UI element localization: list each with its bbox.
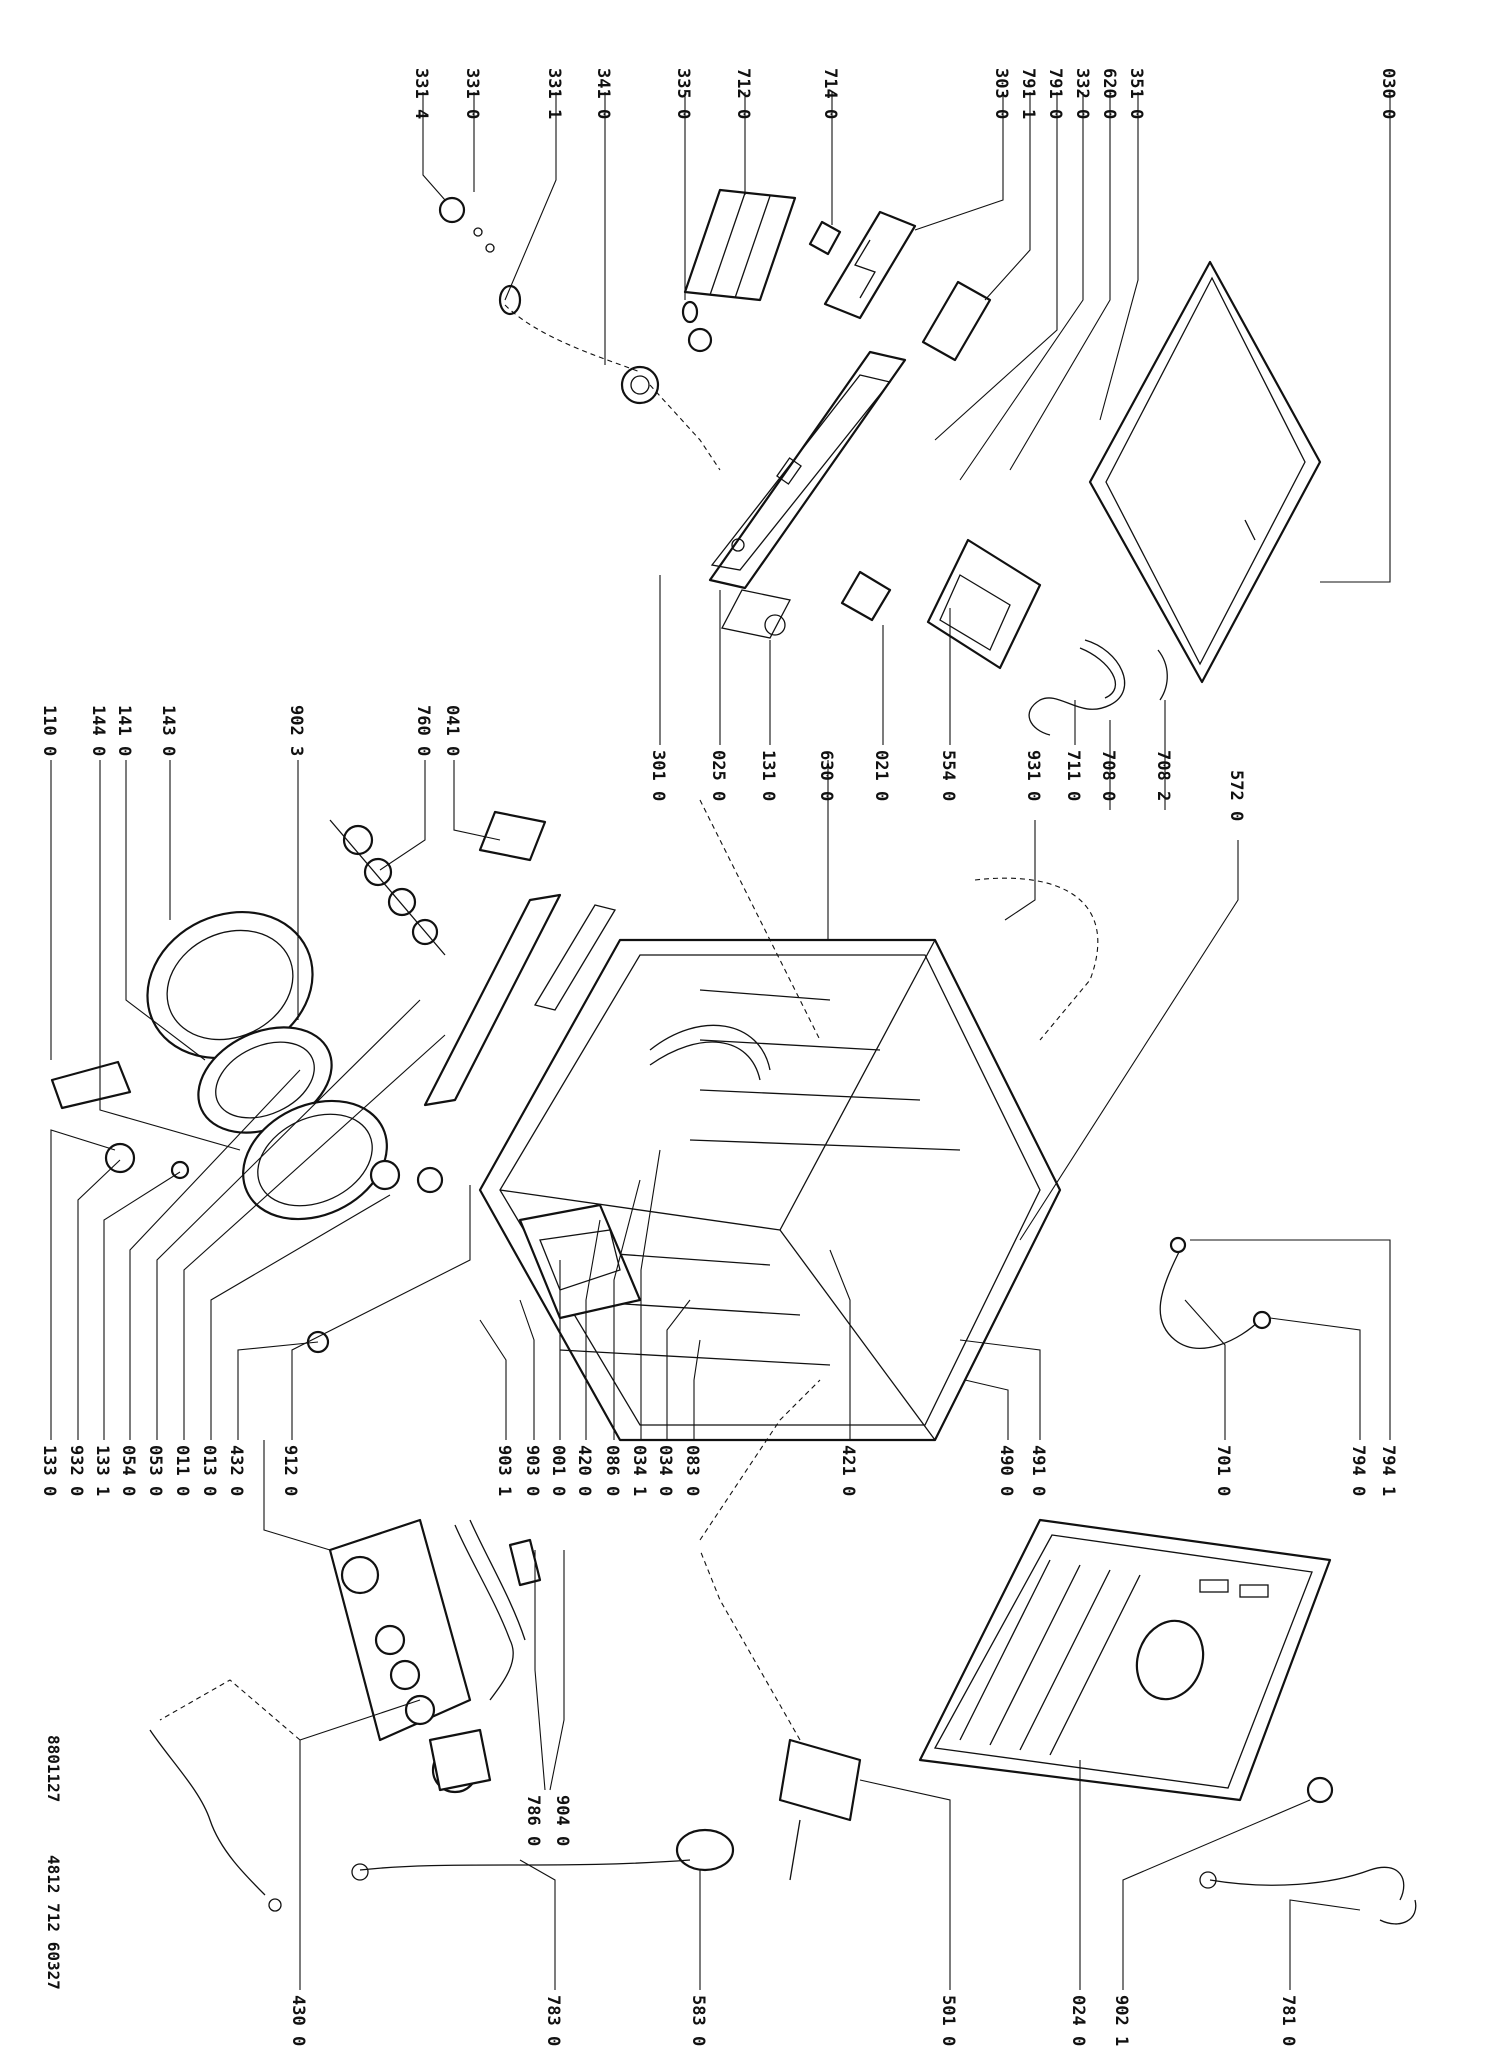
hose [1028, 639, 1126, 736]
heater-element [518, 1203, 642, 1320]
pressure-switch [351, 1828, 735, 1881]
label-931-0: 931 0 [1023, 750, 1043, 801]
control-panel-bar [708, 350, 907, 639]
drawer-clip [808, 220, 842, 256]
label-351-0: 351 0 [1126, 68, 1146, 119]
label-133-0: 133 0 [39, 1445, 59, 1496]
label-783-0: 783 0 [543, 1995, 563, 2046]
label-708-0: 708 0 [1098, 750, 1118, 801]
washer [369, 1159, 401, 1191]
power-cable [149, 1729, 266, 1896]
rear-panel [918, 1518, 1332, 1802]
label-143-0: 143 0 [158, 705, 178, 756]
label-781-0: 781 0 [1278, 1995, 1298, 2046]
label-630-0: 630 0 [816, 750, 836, 801]
label-030-0: 030 0 [1378, 68, 1398, 119]
label-554-0: 554 0 [938, 750, 958, 801]
label-912-0: 912 0 [280, 1445, 300, 1496]
label-904-0: 904 0 [552, 1795, 572, 1846]
label-021-0: 021 0 [871, 750, 891, 801]
programmer-unit [840, 538, 1042, 670]
label-794-0: 794 0 [1348, 1445, 1368, 1496]
drain-hose [1209, 1866, 1405, 1901]
label-432-0: 432 0 [226, 1445, 246, 1496]
label-903-0: 903 0 [522, 1445, 542, 1496]
label-711-0: 711 0 [1063, 750, 1083, 801]
label-024-0: 024 0 [1068, 1995, 1088, 2046]
label-572-0: 572 0 [1226, 770, 1246, 821]
belt [454, 1524, 514, 1701]
label-025-0: 025 0 [708, 750, 728, 801]
label-332-0: 332 0 [1072, 68, 1092, 119]
label-902-3: 902 3 [286, 705, 306, 756]
inlet-hose [1159, 1249, 1261, 1349]
label-034-1: 034 1 [629, 1445, 649, 1496]
label-794-1: 794 1 [1378, 1445, 1398, 1496]
label-013-0: 013 0 [199, 1445, 219, 1496]
label-430-0: 430 0 [288, 1995, 308, 2046]
leader-lines [50, 92, 1391, 1990]
label-341-0: 341 0 [593, 68, 613, 119]
drain-pump [778, 1738, 862, 1881]
label-932-0: 932 0 [66, 1445, 86, 1496]
label-141-0: 141 0 [114, 705, 134, 756]
label-701-0: 701 0 [1213, 1445, 1233, 1496]
label-054-0: 054 0 [118, 1445, 138, 1496]
label-011-0: 011 0 [172, 1445, 192, 1496]
label-053-0: 053 0 [145, 1445, 165, 1496]
panel-insert [921, 280, 992, 362]
label-903-1: 903 1 [494, 1445, 514, 1496]
door-latch [104, 1142, 136, 1174]
label-791-0: 791 0 [1045, 68, 1065, 119]
label-620-0: 620 0 [1099, 68, 1119, 119]
label-083-0: 083 0 [682, 1445, 702, 1496]
hinge-rail [423, 893, 562, 1107]
label-583-0: 583 0 [688, 1995, 708, 2046]
label-760-0: 760 0 [413, 705, 433, 756]
label-902-1: 902 1 [1111, 1995, 1131, 2046]
label-131-0: 131 0 [758, 750, 778, 801]
door-rings [146, 910, 388, 1221]
part-labels: 030 0 351 0 620 0 332 0 791 0 791 1 303 … [39, 68, 1398, 2046]
label-301-0: 301 0 [648, 750, 668, 801]
part-number: 4812 712 60327 [44, 1855, 63, 1990]
label-421-0: 421 0 [838, 1445, 858, 1496]
label-034-0: 034 0 [655, 1445, 675, 1496]
clamp [1157, 649, 1168, 701]
label-331-4: 331 4 [411, 68, 431, 119]
label-001-0: 001 0 [548, 1445, 568, 1496]
label-331-1: 331 1 [544, 68, 564, 119]
label-712-0: 712 0 [733, 68, 753, 119]
label-786-0: 786 0 [523, 1795, 543, 1846]
label-335-0: 335 0 [673, 68, 693, 119]
motor-assembly [328, 1518, 492, 1794]
label-041-0: 041 0 [442, 705, 462, 756]
label-491-0: 491 0 [1028, 1445, 1048, 1496]
label-501-0: 501 0 [938, 1995, 958, 2046]
label-714-0: 714 0 [820, 68, 840, 119]
detergent-drawer [683, 188, 797, 302]
label-708-2: 708 2 [1153, 750, 1173, 801]
label-791-1: 791 1 [1018, 68, 1038, 119]
label-086-0: 086 0 [602, 1445, 622, 1496]
hinge-cover [50, 1060, 132, 1110]
label-110-0: 110 0 [39, 705, 59, 756]
label-303-0: 303 0 [991, 68, 1011, 119]
small-parts [329, 810, 547, 956]
doc-number: 8801127 [44, 1735, 63, 1802]
knobs [438, 196, 713, 405]
label-331-0: 331 0 [462, 68, 482, 119]
label-420-0: 420 0 [574, 1445, 594, 1496]
worktop-panel [1088, 260, 1322, 684]
label-133-1: 133 1 [92, 1445, 112, 1496]
cabinet-frame [478, 938, 1062, 1442]
label-144-0: 144 0 [88, 705, 108, 756]
drawer-front [823, 210, 917, 320]
label-490-0: 490 0 [996, 1445, 1016, 1496]
